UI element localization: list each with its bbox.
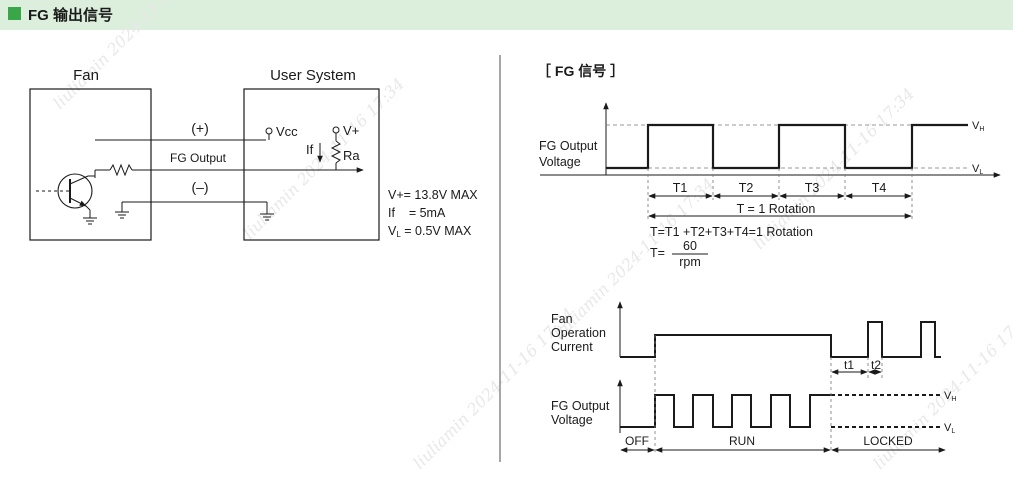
fan-label: Fan <box>73 67 99 84</box>
lock-vh-label: VH <box>944 390 956 403</box>
t1-label: t1 <box>844 358 854 372</box>
period-t1: T1 <box>673 181 688 195</box>
period-t4: T4 <box>872 181 887 195</box>
vl-label: VL <box>972 163 983 176</box>
user-system-box <box>243 88 380 241</box>
voltage-label-2: Voltage <box>551 413 593 427</box>
ra-label: Ra <box>343 148 360 163</box>
spec-if: If = 5mA <box>388 206 446 220</box>
state-off: OFF <box>625 434 649 448</box>
section-title: FG 输出信号 <box>28 7 113 24</box>
if-label: If <box>306 142 314 157</box>
fan-box <box>29 88 152 241</box>
current-label-2: Operation <box>551 326 606 340</box>
green-square-icon <box>8 7 21 20</box>
fg-output-label: FG Output <box>170 151 227 165</box>
svg-text:liuliamin 2024-11-16 17:34: liuliamin 2024-11-16 17:34 <box>239 74 408 243</box>
current-label-1: Fan <box>551 312 573 326</box>
fg-signal-ylabel-1: FG Output <box>539 139 598 153</box>
current-waveform <box>620 321 941 358</box>
ground-icon <box>260 213 274 221</box>
user-system-label: User System <box>270 67 356 84</box>
current-label-3: Current <box>551 340 593 354</box>
fg-signal-chart: ［ FG 信号 ］ FG Output Voltage VH VL T1 T2 … <box>537 63 1001 269</box>
fg-signal-ylabel-2: Voltage <box>539 155 581 169</box>
vplus-label: V+ <box>343 123 359 138</box>
lock-signal-chart: Fan Operation Current FG Output Voltage … <box>551 301 956 453</box>
formula-numerator: 60 <box>683 239 697 253</box>
state-locked: LOCKED <box>863 434 913 448</box>
fg-circuit: Fan User System (+) Vcc V+ Ra If FG Outp… <box>29 67 478 241</box>
period-t3: T3 <box>805 181 820 195</box>
ground-icon <box>115 211 129 219</box>
formula-rotation: T=T1 +T2+T3+T4=1 Rotation <box>650 225 813 239</box>
vh-label: VH <box>972 120 984 133</box>
formula-prefix: T= <box>650 246 665 260</box>
rotation-label: T = 1 Rotation <box>737 202 816 216</box>
minus-label: (–) <box>191 179 208 195</box>
voltage-label-1: FG Output <box>551 399 610 413</box>
section-header: FG 输出信号 <box>0 0 1013 30</box>
fg-signal-title: ［ FG 信号 ］ <box>537 63 624 79</box>
vcc-label: Vcc <box>276 124 298 139</box>
lock-vl-label: VL <box>944 422 955 435</box>
transistor-symbol <box>57 173 93 209</box>
spec-vplus: V+= 13.8V MAX <box>388 188 478 202</box>
spec-vl: VL = 0.5V MAX <box>388 224 472 239</box>
t2-label: t2 <box>871 358 881 372</box>
fg-run-waveform <box>620 394 831 428</box>
watermark: liuliamin 2024-11-16 17:34 liuliamin 202… <box>49 0 1013 473</box>
formula-denominator: rpm <box>679 255 701 269</box>
fg-waveform <box>606 123 968 170</box>
period-t2: T2 <box>739 181 754 195</box>
plus-label: (+) <box>191 120 209 136</box>
svg-text:liuliamin 2024-11-16 17:34: liuliamin 2024-11-16 17:34 <box>49 0 218 113</box>
state-run: RUN <box>729 434 755 448</box>
ground-icon <box>83 217 97 225</box>
